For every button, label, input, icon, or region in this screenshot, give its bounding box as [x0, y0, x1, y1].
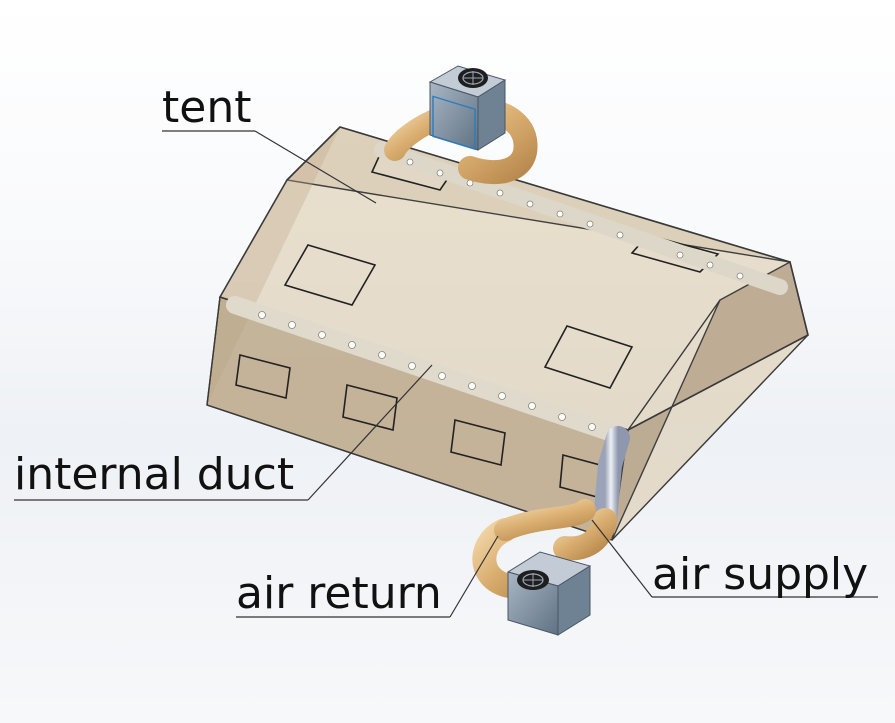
tent-label: tent: [162, 82, 252, 133]
internal-duct-leader: [307, 364, 433, 501]
front-window: [342, 383, 398, 432]
duct-holes: [258, 158, 744, 431]
front-window: [235, 353, 291, 400]
air-return-leader: [449, 535, 499, 618]
tent-edge: [206, 296, 221, 406]
fan-icon: [517, 570, 549, 590]
front-window: [450, 418, 506, 467]
tent-edge: [611, 334, 809, 541]
internal-duct-back: [374, 142, 788, 295]
fan-icon: [458, 68, 488, 88]
floor-window: [543, 325, 634, 389]
floor-window: [283, 244, 377, 306]
tent-edge: [627, 299, 721, 431]
supply-pipe: [593, 426, 630, 532]
air-return-label: air return: [236, 568, 442, 619]
leader-lines: [14, 130, 878, 618]
bottom-air-unit: [506, 551, 592, 636]
air-supply-label: air supply: [652, 549, 869, 600]
air-supply-leader: [591, 519, 653, 598]
tent-leader: [254, 130, 377, 204]
internal-duct-front: [226, 296, 627, 444]
internal-duct-label: internal duct: [14, 449, 295, 500]
